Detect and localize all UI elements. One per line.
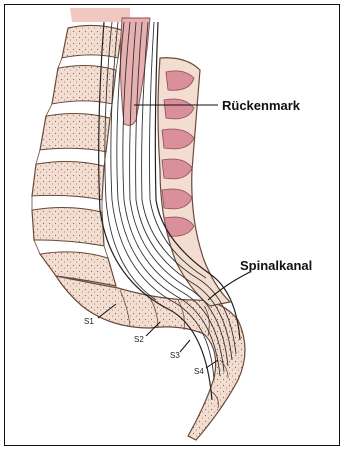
- label-s4: S4: [194, 367, 204, 376]
- label-s3: S3: [170, 351, 180, 360]
- label-s1: S1: [84, 317, 94, 326]
- label-s2: S2: [134, 335, 144, 344]
- posterior-column: [158, 58, 230, 306]
- top-cap: [70, 8, 130, 22]
- label-spinal-canal: Spinalkanal: [240, 258, 312, 273]
- label-spinal-cord: Rückenmark: [222, 98, 301, 113]
- vertebra-1: [62, 25, 122, 58]
- vertebra-4: [32, 161, 104, 200]
